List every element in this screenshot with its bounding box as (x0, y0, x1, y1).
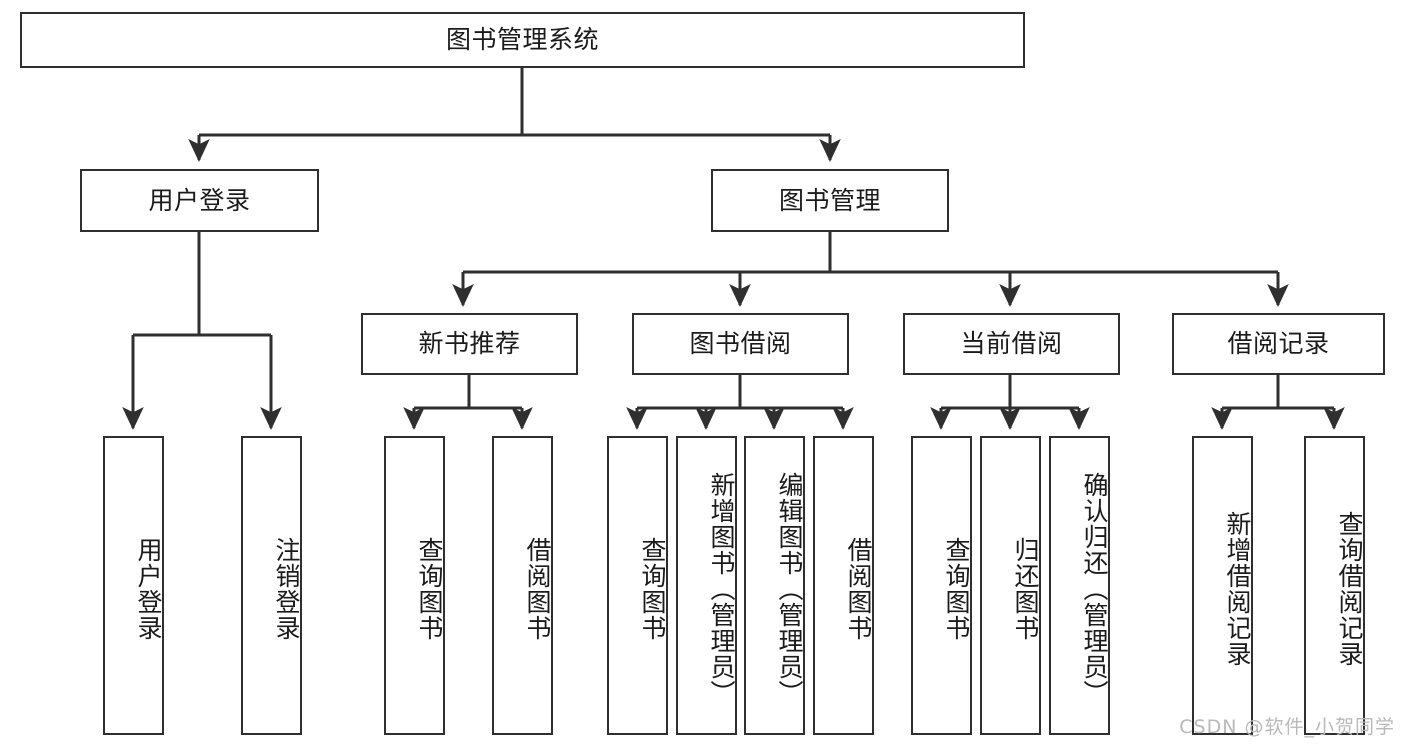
node-user-login[interactable]: 用户登录 (80, 169, 319, 232)
node-label: 图书管理系统 (445, 25, 599, 55)
node-leaf-query-book-1[interactable]: 查询图书 (384, 436, 445, 735)
node-label: 借阅图书 (844, 536, 873, 641)
node-leaf-logout[interactable]: 注销登录 (241, 436, 302, 735)
node-leaf-edit-book[interactable]: 编辑图书（管理员） (744, 436, 805, 735)
node-label: 查询图书 (638, 536, 667, 641)
node-label: 新书推荐 (418, 329, 521, 359)
node-leaf-query-book-3[interactable]: 查询图书 (911, 436, 972, 735)
node-label: 归还图书 (1011, 536, 1040, 641)
node-label: 借阅记录 (1227, 329, 1330, 359)
node-label: 当前借阅 (960, 329, 1063, 359)
node-label: 查询借阅记录 (1335, 510, 1364, 667)
node-label: 编辑图书（管理员） (775, 471, 804, 706)
node-leaf-borrow-book-1[interactable]: 借阅图书 (492, 436, 553, 735)
node-leaf-add-record[interactable]: 新增借阅记录 (1192, 436, 1253, 735)
node-label: 借阅图书 (523, 536, 552, 641)
node-label: 用户登录 (148, 185, 251, 215)
node-label: 图书管理 (778, 185, 881, 215)
node-root-system[interactable]: 图书管理系统 (20, 12, 1025, 68)
node-leaf-query-record[interactable]: 查询借阅记录 (1304, 436, 1365, 735)
node-leaf-query-book-2[interactable]: 查询图书 (607, 436, 668, 735)
node-leaf-confirm-return[interactable]: 确认归还（管理员） (1049, 436, 1110, 735)
node-leaf-return-book[interactable]: 归还图书 (980, 436, 1041, 735)
node-new-book-rec[interactable]: 新书推荐 (361, 313, 578, 375)
node-label: 新增借阅记录 (1223, 510, 1252, 667)
node-label: 查询图书 (415, 536, 444, 641)
watermark-text: CSDN @软件_小贺同学 (1179, 716, 1395, 738)
node-label: 用户登录 (134, 536, 163, 641)
node-label: 查询图书 (942, 536, 971, 641)
node-book-manage[interactable]: 图书管理 (711, 169, 949, 232)
node-book-borrow[interactable]: 图书借阅 (632, 313, 849, 375)
node-label: 图书借阅 (689, 329, 792, 359)
node-leaf-user-login[interactable]: 用户登录 (103, 436, 164, 735)
node-label: 注销登录 (272, 536, 301, 641)
node-label: 确认归还（管理员） (1080, 471, 1109, 706)
node-label: 新增图书（管理员） (707, 471, 736, 706)
node-leaf-add-book[interactable]: 新增图书（管理员） (676, 436, 737, 735)
node-current-borrow[interactable]: 当前借阅 (903, 313, 1120, 375)
node-leaf-borrow-book-2[interactable]: 借阅图书 (813, 436, 874, 735)
node-borrow-record[interactable]: 借阅记录 (1172, 313, 1385, 375)
